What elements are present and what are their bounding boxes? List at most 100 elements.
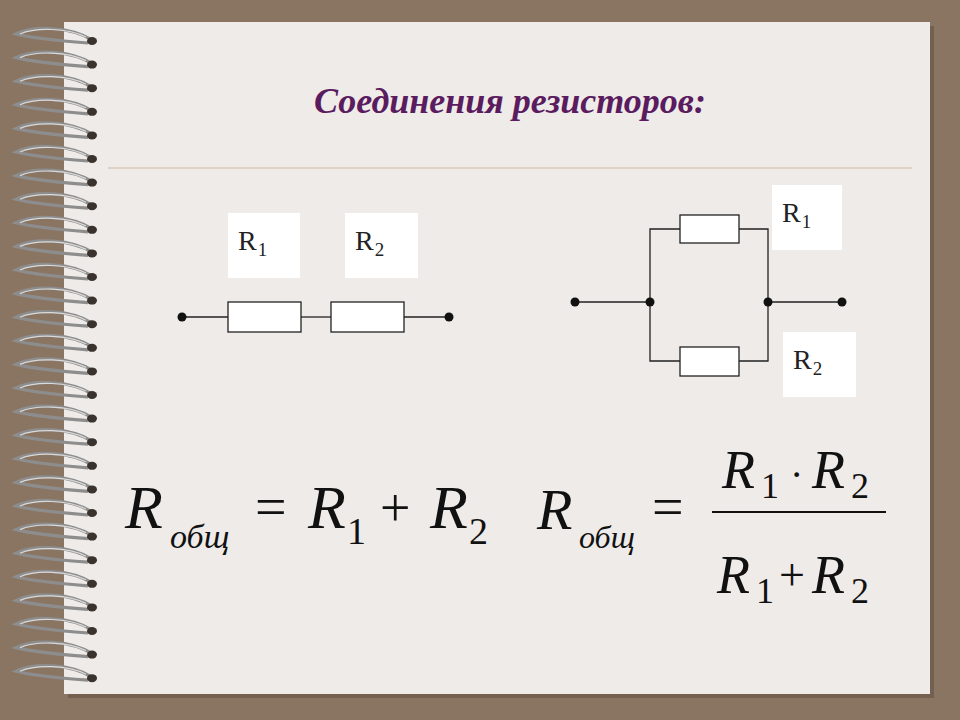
binding-hole xyxy=(87,108,97,116)
resistor-index: 2 xyxy=(813,358,823,379)
resistor-symbol xyxy=(228,302,301,332)
formula-symbol: = xyxy=(652,479,684,535)
terminals xyxy=(178,313,454,322)
spiral-highlight xyxy=(20,53,86,61)
spiral-highlight xyxy=(20,289,86,297)
spiral-coil xyxy=(16,666,92,681)
spiral-coil xyxy=(16,359,92,374)
spiral-coil xyxy=(16,548,92,563)
label-box: R2 xyxy=(783,332,856,397)
binding-hole xyxy=(87,155,97,163)
binding-hole xyxy=(87,651,97,659)
resistor-name: R xyxy=(782,197,801,228)
binding-hole xyxy=(87,367,97,375)
spiral-highlight xyxy=(20,431,86,439)
resistor-name: R xyxy=(355,225,374,256)
resistor-symbol xyxy=(331,302,404,332)
formula-symbol: + xyxy=(380,481,410,535)
formula-symbol: R xyxy=(812,548,845,602)
spiral-coil xyxy=(16,52,92,67)
resistor-index: 1 xyxy=(802,211,812,232)
wire xyxy=(301,316,331,317)
binding-hole xyxy=(87,249,97,257)
junction-dot xyxy=(764,298,773,307)
spiral-coil xyxy=(16,264,92,279)
label-box: R1 xyxy=(228,213,300,278)
binding-hole xyxy=(87,179,97,187)
binding-hole xyxy=(87,603,97,611)
formula-symbol: 1 xyxy=(756,573,774,609)
junction-dot xyxy=(646,298,655,307)
binding-hole xyxy=(87,297,97,305)
spiral-binding xyxy=(16,28,97,682)
binding-hole xyxy=(87,226,97,234)
spiral-highlight xyxy=(20,171,86,179)
terminal xyxy=(838,298,847,307)
spiral-coil xyxy=(16,335,92,350)
spiral-highlight xyxy=(20,407,86,415)
spiral-highlight xyxy=(20,454,86,462)
binding-hole xyxy=(87,37,97,45)
paper xyxy=(64,22,930,694)
spiral-coil xyxy=(16,500,92,515)
spiral-coil xyxy=(16,28,92,43)
binding-hole xyxy=(87,533,97,541)
formula-symbol: R xyxy=(308,476,346,538)
spiral-highlight xyxy=(20,265,86,273)
label-box: R1 xyxy=(772,185,842,250)
formula-symbol: R xyxy=(430,476,468,538)
spiral-highlight xyxy=(20,195,86,203)
terminal xyxy=(178,313,187,322)
binding-hole xyxy=(87,84,97,92)
binding-hole xyxy=(87,320,97,328)
binding-hole xyxy=(87,273,97,281)
spiral-highlight xyxy=(20,77,86,85)
spiral-coil xyxy=(16,382,92,397)
formula-symbol: общ xyxy=(170,520,229,554)
spiral-highlight xyxy=(20,100,86,108)
resistor-symbol xyxy=(680,347,739,376)
spiral-coil xyxy=(16,477,92,492)
spiral-coil xyxy=(16,406,92,421)
formula-symbol: 2 xyxy=(851,573,869,609)
fraction-bar xyxy=(712,511,886,513)
resistor-index: 1 xyxy=(258,239,268,260)
binding-hole xyxy=(87,438,97,446)
spiral-highlight xyxy=(20,218,86,226)
spiral-coil xyxy=(16,595,92,610)
binding-hole xyxy=(87,556,97,564)
spiral-highlight xyxy=(20,643,86,651)
spiral-highlight xyxy=(20,572,86,580)
spiral-highlight xyxy=(20,667,86,675)
wire xyxy=(739,229,768,361)
spiral-coil xyxy=(16,288,92,303)
terminal xyxy=(445,313,454,322)
binding-hole xyxy=(87,202,97,210)
rule-line xyxy=(108,167,912,169)
formula-symbol: 1 xyxy=(347,512,366,550)
wire xyxy=(404,316,449,317)
resistor-name: R xyxy=(793,344,812,375)
binding-hole xyxy=(87,674,97,682)
series-circuit xyxy=(182,302,449,332)
spiral-coil xyxy=(16,123,92,138)
wire xyxy=(182,316,228,317)
spiral-coil xyxy=(16,217,92,232)
binding-hole xyxy=(87,415,97,423)
spiral-coil xyxy=(16,571,92,586)
formula-symbol: + xyxy=(779,552,805,598)
spiral-coil xyxy=(16,194,92,209)
binding-hole xyxy=(87,391,97,399)
spiral-highlight xyxy=(20,360,86,368)
formula-symbol: · xyxy=(790,455,803,495)
spiral-coil xyxy=(16,524,92,539)
spiral-coil xyxy=(16,618,92,633)
binding-hole xyxy=(87,462,97,470)
spiral-coil xyxy=(16,312,92,327)
resistor-symbol xyxy=(680,215,739,243)
title: Соединения резисторов: xyxy=(0,83,960,119)
resistor-name: R xyxy=(238,225,257,256)
wire xyxy=(575,301,650,302)
resistor-index: 2 xyxy=(375,239,385,260)
spiral-highlight xyxy=(20,313,86,321)
